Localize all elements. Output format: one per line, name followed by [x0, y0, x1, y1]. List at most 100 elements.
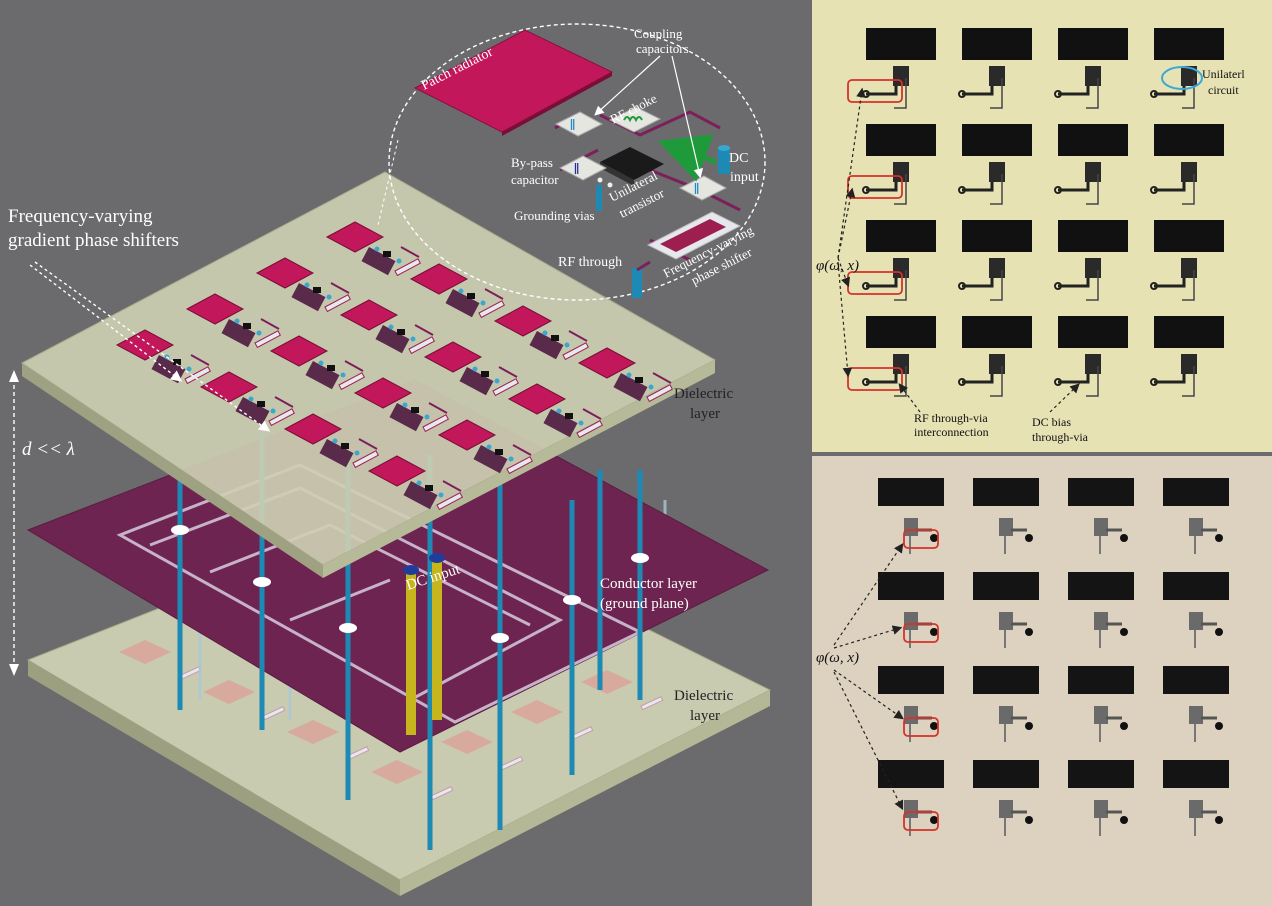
photo-patch — [962, 124, 1032, 156]
capacitor-dot — [186, 366, 192, 372]
conductor-layer-label-1: Conductor layer — [600, 576, 697, 592]
capacitor-dot — [480, 300, 486, 306]
photo-dc-trace — [990, 366, 1003, 397]
transistor-chip — [383, 251, 391, 257]
photo-via — [930, 628, 938, 636]
top-cell-circuit — [543, 408, 603, 439]
photo-via — [1150, 282, 1158, 290]
capacitor-dot — [626, 372, 632, 378]
phase-shifter-strip — [646, 384, 673, 403]
photo-highlight-box — [847, 367, 903, 391]
photo-circuit — [989, 354, 1005, 374]
dielectric-top-label-2: layer — [690, 406, 720, 422]
top-patch — [325, 221, 385, 253]
photo-patch — [973, 760, 1039, 788]
circuit-board — [319, 439, 354, 468]
spacing-arrow — [9, 370, 19, 676]
photo-circuit — [904, 518, 918, 536]
feed-line — [484, 288, 504, 300]
photo-via — [1120, 534, 1128, 542]
photo-highlight-box — [903, 623, 939, 643]
capacitor-dot — [416, 480, 422, 486]
dc-input-inset-label-2: input — [730, 170, 759, 185]
photo-trace — [1058, 86, 1090, 96]
photo-patch — [878, 572, 944, 600]
photo-circuit — [1094, 706, 1108, 724]
photo-patch — [866, 28, 936, 60]
photo-patch — [973, 478, 1039, 506]
dielectric-top-label-1: Dielectric — [674, 386, 733, 402]
dc-pins — [403, 553, 445, 735]
circuit-board — [529, 330, 564, 360]
photo-patch — [1163, 666, 1229, 694]
circuit-board — [375, 325, 410, 354]
photo-dc-trace — [894, 174, 907, 205]
capacitor-dot — [396, 258, 402, 264]
bottom-patch — [371, 760, 423, 784]
top-cell-circuit — [221, 318, 281, 349]
bottom-patch — [287, 720, 339, 744]
photo-via — [1025, 628, 1033, 636]
dielectric-bottom-label-1: Dielectric — [674, 688, 733, 704]
photo-dc-trace — [1086, 174, 1099, 205]
photo-dc-trace — [990, 78, 1003, 109]
photo-dc-trace — [990, 174, 1003, 205]
photo-via — [958, 90, 966, 98]
unilateral-circuit-label-2: circuit — [1208, 83, 1239, 97]
top-patch — [353, 377, 413, 409]
capacitor-dot — [332, 438, 338, 444]
photo-patch — [878, 666, 944, 694]
capacitor-dot — [318, 360, 324, 366]
photo-trace — [866, 374, 898, 384]
rf-via-label-2: interconnection — [914, 425, 989, 439]
transistor-chip — [635, 377, 643, 383]
capacitor-dot — [374, 246, 380, 252]
phase-shifter-strip — [352, 450, 379, 469]
photo-circuit — [904, 612, 918, 630]
photo-trace — [962, 374, 994, 384]
photo-trace — [1154, 374, 1186, 384]
feed-line — [190, 354, 210, 366]
photo-via — [1215, 628, 1223, 636]
photo-circuit — [1085, 162, 1101, 182]
capacitor-dot — [410, 336, 416, 342]
capacitor-dot — [486, 444, 492, 450]
photo-dc-trace — [894, 366, 907, 397]
circuit-board — [305, 361, 340, 390]
photo-top: Unilaterl circuit φ(ω, x) RF through-via… — [812, 0, 1272, 452]
feed-line — [344, 360, 364, 372]
photo-patch — [1163, 572, 1229, 600]
bottom-patch — [441, 730, 493, 754]
rf-through-label: RF through — [558, 255, 622, 270]
inset-callout: ‖ ‖ ‖ — [377, 23, 766, 301]
via-post — [597, 470, 603, 690]
photo-highlight-box — [903, 717, 939, 737]
top-cell-circuit — [375, 324, 435, 355]
top-cell-circuit — [291, 282, 351, 313]
via-pad — [339, 623, 357, 633]
photo-via — [1025, 534, 1033, 542]
top-cell-circuit — [235, 396, 295, 427]
photo-circuit — [989, 258, 1005, 278]
bottom-patch — [511, 700, 563, 724]
dc-via-label-2: through-via — [1032, 430, 1089, 444]
capacitor-dot — [494, 378, 500, 384]
dielectric-bottom-label-2: layer — [690, 708, 720, 724]
top-patch — [367, 455, 427, 487]
photo-via — [930, 722, 938, 730]
photo-bottom-cell-group — [878, 478, 1229, 836]
photo-patch — [1154, 28, 1224, 60]
photo-dc-trace — [1182, 366, 1195, 397]
capacitor-dot — [256, 330, 262, 336]
photo-highlight-box — [903, 529, 939, 549]
photo-circuit — [1181, 258, 1197, 278]
photo-patch — [1068, 760, 1134, 788]
top-cell-circuit — [403, 480, 463, 511]
circuit-board — [543, 408, 578, 438]
photo-circuit — [1189, 518, 1203, 536]
capacitor-dot — [388, 324, 394, 330]
photo-via — [1054, 90, 1062, 98]
circuit-board — [459, 367, 494, 396]
top-cell-circuit — [459, 366, 519, 397]
photo-highlight-box — [847, 175, 903, 199]
